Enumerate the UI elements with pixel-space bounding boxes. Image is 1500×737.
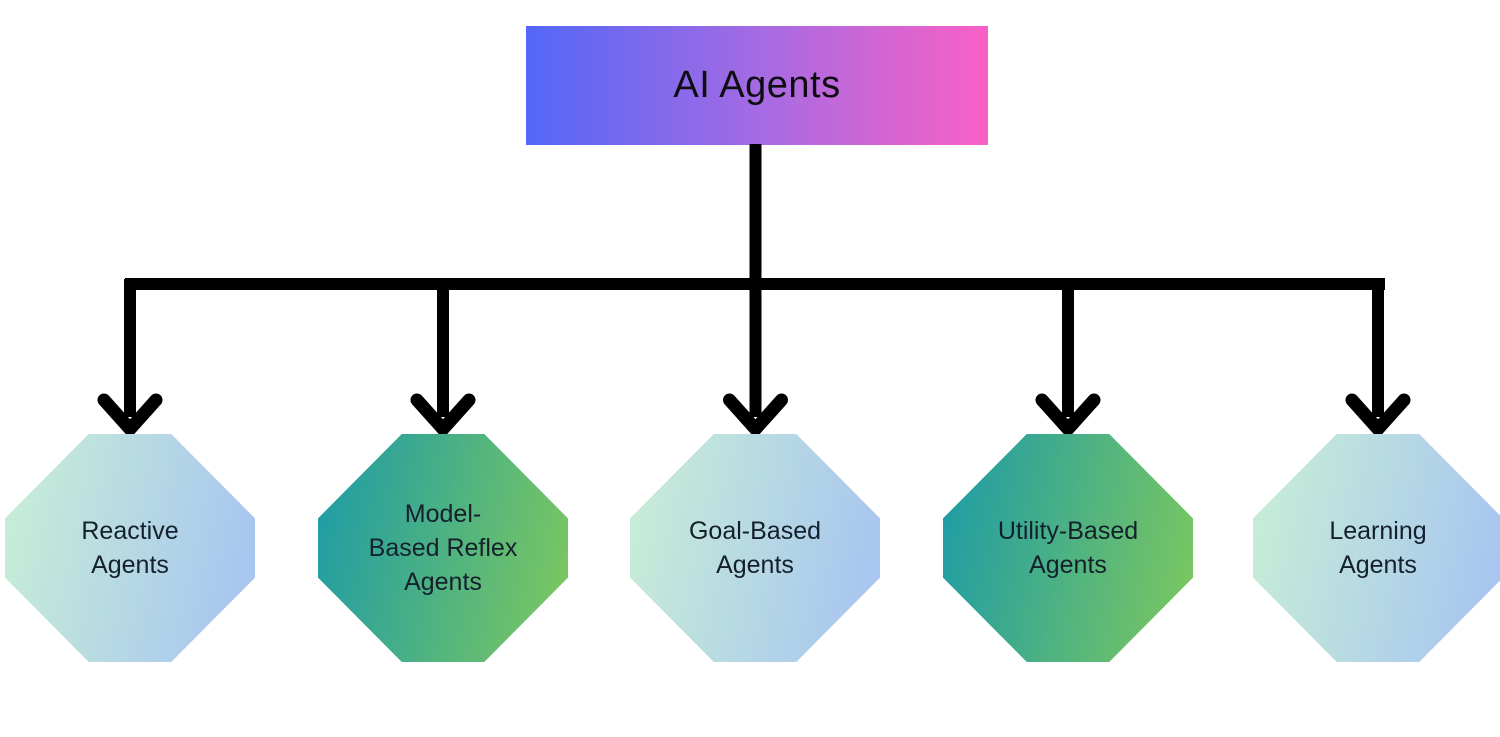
node-label: Learning Agents (1329, 517, 1427, 579)
arrowhead-down-icon (1035, 393, 1101, 436)
root-node-label: AI Agents (673, 64, 841, 106)
arrowhead-down-icon (410, 393, 476, 436)
node-label: Reactive Agents (81, 517, 179, 579)
arrowhead-down-icon (97, 393, 163, 436)
node-label: Model- Based Reflex Agents (368, 500, 518, 596)
root-node-ai-agents: AI Agents (526, 26, 988, 145)
node-label: Utility-Based Agents (997, 517, 1139, 579)
arrowhead-down-icon (1345, 393, 1411, 436)
node-label: Goal-Based Agents (688, 517, 822, 579)
arrowhead-down-icon (723, 393, 788, 436)
